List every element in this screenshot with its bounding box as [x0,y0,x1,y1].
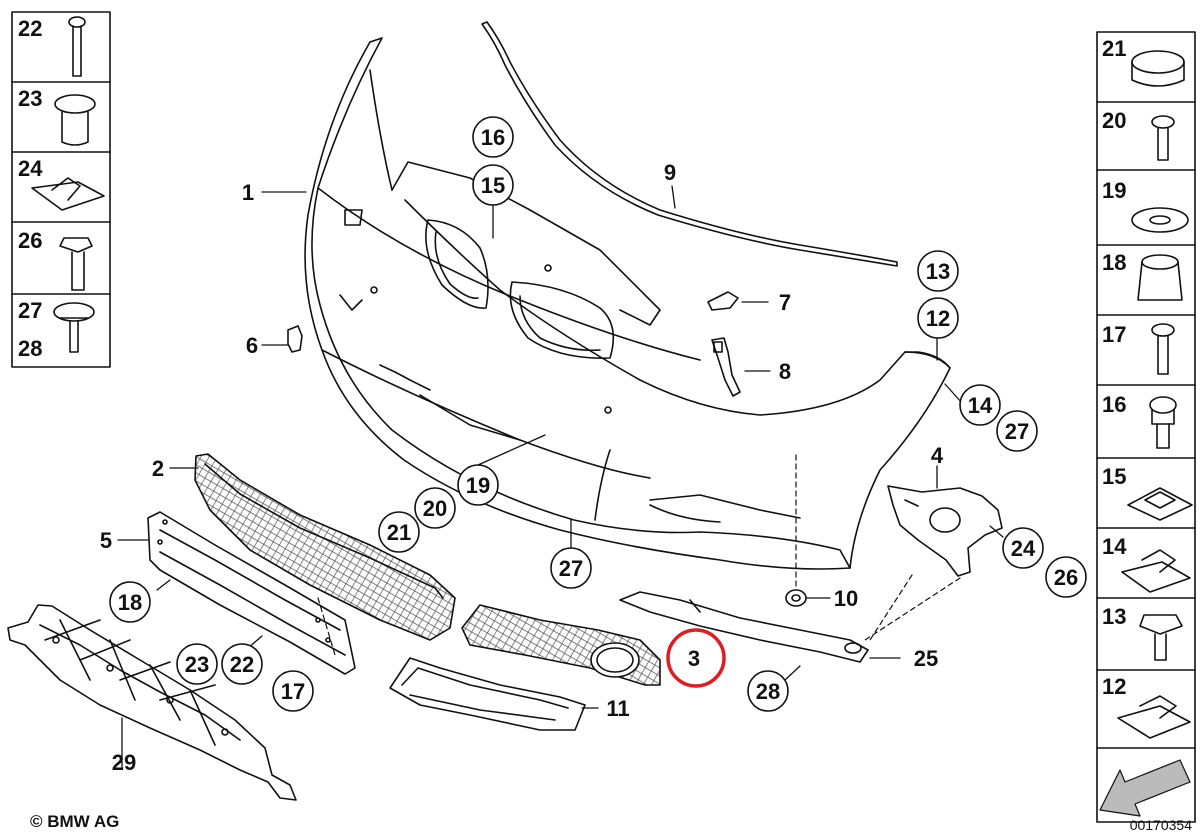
label-part-28: 28 [756,679,780,704]
label-part-5: 5 [100,528,112,553]
legend-right-panel [1096,31,1196,823]
bumper-shell [304,37,951,570]
kidney-grille-openings [425,219,615,359]
legend-left-label-28: 28 [18,336,42,361]
label-part-29: 29 [112,750,136,775]
legend-right-label-20: 20 [1102,108,1126,133]
mounting-bracket [887,485,1003,577]
label-part-26: 26 [1054,565,1078,590]
label-part-18: 18 [118,590,142,615]
label-part-16: 16 [481,125,505,150]
label-part-13: 13 [926,259,950,284]
nut-part-10 [785,589,807,607]
legend-left-labels: 22 23 24 26 27 28 [18,16,43,361]
upper-mesh-grille [194,453,456,641]
side-support-rail [619,591,869,663]
label-part-9: 9 [664,160,676,185]
part-labels: 1 9 16 15 13 12 6 7 8 14 27 4 2 19 20 21… [100,125,1078,775]
legend-left-label-23: 23 [18,86,42,111]
legend-right-label-16: 16 [1102,392,1126,417]
highlight-ring [666,628,726,688]
legend-right-label-21: 21 [1102,36,1126,61]
direction-arrow-icon [1099,759,1191,817]
legend-right-label-18: 18 [1102,250,1126,275]
label-part-1: 1 [242,180,254,205]
legend-right-label-14: 14 [1102,534,1127,559]
leader-lines [117,185,1004,769]
legend-right-label-12: 12 [1102,674,1126,699]
label-part-11: 11 [606,696,629,721]
legend-right-label-13: 13 [1102,604,1126,629]
label-part-21: 21 [387,520,411,545]
label-part-27-right: 27 [1005,419,1029,444]
label-part-19: 19 [466,473,490,498]
sensor-bracket [711,337,741,397]
legend-right-label-19: 19 [1102,178,1126,203]
label-part-7: 7 [779,290,791,315]
legend-left-label-24: 24 [18,156,43,181]
legend-left-hardware [31,16,105,353]
legend-left-label-22: 22 [18,16,42,41]
bumper-clip [287,325,303,353]
bumper-carrier [7,604,297,801]
label-part-10: 10 [834,586,858,611]
label-part-14: 14 [968,393,993,418]
legend-left-panel [11,11,111,368]
lower-trim-strip [389,657,586,731]
seal-strip [481,21,898,267]
label-part-15: 15 [481,173,505,198]
label-part-25: 25 [914,646,938,671]
label-part-24: 24 [1011,536,1036,561]
label-part-2: 2 [152,456,164,481]
legend-right-hardware [1117,50,1193,739]
legend-right-label-15: 15 [1102,464,1126,489]
callout-circles [109,116,1087,712]
assembly-lines [317,454,961,656]
legend-right-labels: 21 20 19 18 17 16 15 14 13 12 [1102,36,1127,699]
cover-cap [707,291,739,311]
label-part-22: 22 [230,652,254,677]
legend-left-label-26: 26 [18,228,42,253]
document-number: 00170354 [1129,817,1192,833]
label-part-20: 20 [423,496,447,521]
label-part-23: 23 [185,652,209,677]
label-part-12: 12 [926,306,950,331]
label-part-17: 17 [281,679,305,704]
label-part-4: 4 [931,443,944,468]
side-grille [461,604,661,686]
label-part-3: 3 [688,646,700,671]
copyright-notice: © BMW AG [30,812,120,831]
label-part-27-center: 27 [559,556,583,581]
legend-right-label-17: 17 [1102,322,1126,347]
label-part-6: 6 [246,333,258,358]
legend-left-label-27: 27 [18,298,42,323]
label-part-8: 8 [779,359,791,384]
licence-plate-base [147,511,356,675]
